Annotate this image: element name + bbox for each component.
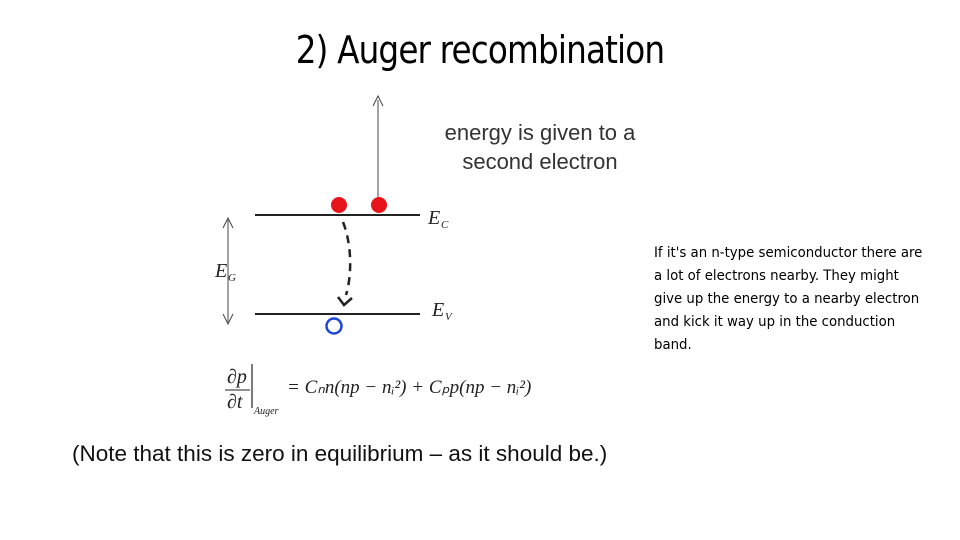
recombination-path (341, 221, 352, 296)
valence-band-label-sub: V (445, 311, 453, 323)
valence-band-label: E (431, 299, 444, 321)
band-gap-label: E (214, 260, 227, 282)
conduction-band-label: E (427, 207, 440, 229)
equation-lhs-denominator: ∂t (227, 391, 243, 413)
electron-2 (371, 197, 387, 213)
side-note: If it's an n-type semiconductor there ar… (654, 245, 923, 353)
hole (325, 317, 343, 335)
equation-rhs: = Cₙn(np − nᵢ²) + Cₚp(np − nᵢ²) (287, 377, 531, 398)
equation-lhs-subscript: Auger (253, 406, 279, 417)
recombination-arrow-head (337, 296, 353, 307)
band-gap-arrow-top (222, 216, 234, 229)
annotation: energy is given to a second electron (410, 118, 670, 176)
footnote: (Note that this is zero in equilibrium –… (72, 441, 608, 466)
slide-title: 2) Auger recombination (295, 28, 665, 72)
band-gap-label-sub: G (228, 272, 236, 284)
conduction-band-label-sub: C (441, 219, 449, 231)
band-gap-arrow-bottom (222, 313, 234, 326)
energy-arrow-head (372, 94, 384, 107)
annotation-line-1: energy is given to a (444, 120, 636, 145)
electron-1 (331, 197, 347, 213)
annotation-line-2: second electron (462, 149, 618, 174)
equation-lhs-numerator: ∂p (227, 366, 247, 388)
